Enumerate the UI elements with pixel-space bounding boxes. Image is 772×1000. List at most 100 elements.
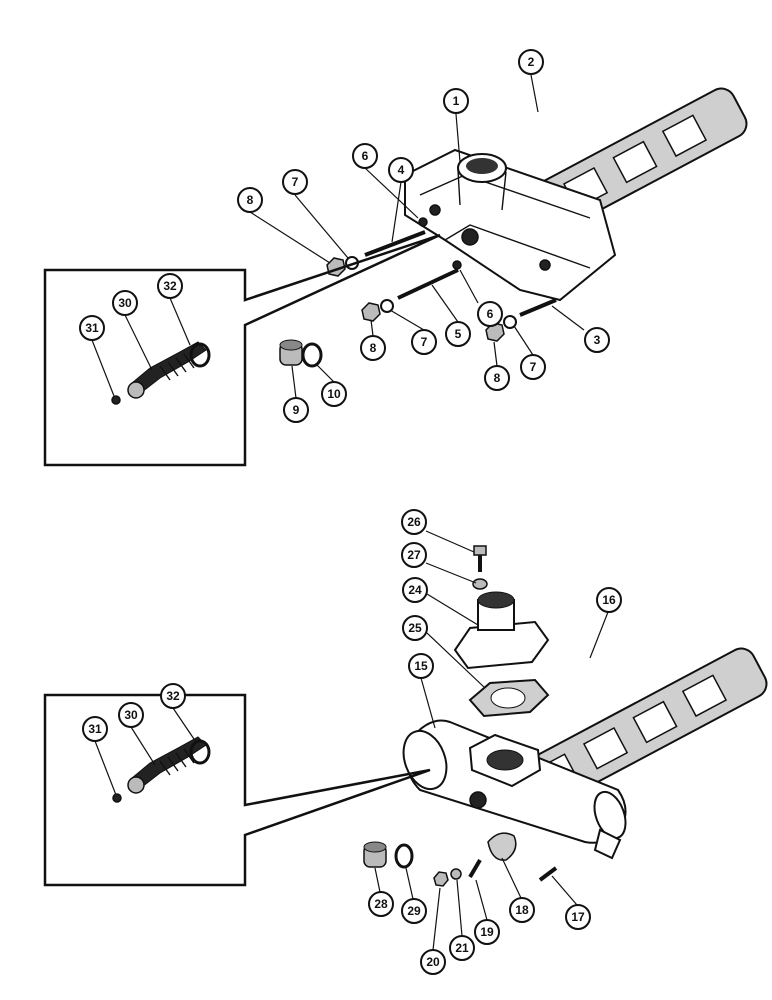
callout-6b: 6 bbox=[477, 301, 503, 327]
callout-6a: 6 bbox=[352, 143, 378, 169]
svg-text:28: 28 bbox=[374, 897, 388, 911]
gasket-29 bbox=[394, 843, 414, 869]
callout-21: 21 bbox=[449, 935, 475, 961]
callout-25: 25 bbox=[402, 615, 428, 641]
callout-20: 20 bbox=[420, 949, 446, 975]
svg-text:24: 24 bbox=[408, 583, 422, 597]
svg-text:20: 20 bbox=[426, 955, 440, 969]
callout-15: 15 bbox=[408, 653, 434, 679]
plug-28 bbox=[363, 841, 387, 868]
svg-text:7: 7 bbox=[292, 175, 299, 189]
svg-text:8: 8 bbox=[370, 341, 377, 355]
svg-text:32: 32 bbox=[163, 279, 177, 293]
callout-2: 2 bbox=[518, 49, 544, 75]
svg-text:5: 5 bbox=[455, 327, 462, 341]
svg-text:31: 31 bbox=[88, 722, 102, 736]
nut-20 bbox=[433, 871, 449, 887]
leader-lines bbox=[91, 74, 609, 951]
callout-27: 27 bbox=[401, 542, 427, 568]
callout-8c: 8 bbox=[484, 365, 510, 391]
shield-18 bbox=[487, 832, 517, 861]
svg-text:2: 2 bbox=[528, 55, 535, 69]
svg-text:6: 6 bbox=[362, 149, 369, 163]
svg-text:32: 32 bbox=[166, 689, 180, 703]
callout-28: 28 bbox=[368, 891, 394, 917]
gasket-32b bbox=[189, 739, 211, 765]
callout-7b: 7 bbox=[411, 329, 437, 355]
callout-29: 29 bbox=[401, 898, 427, 924]
callout-32a: 32 bbox=[157, 273, 183, 299]
callout-8b: 8 bbox=[360, 335, 386, 361]
svg-text:7: 7 bbox=[421, 335, 428, 349]
svg-text:8: 8 bbox=[247, 193, 254, 207]
callout-1: 1 bbox=[443, 88, 469, 114]
washer-21 bbox=[450, 868, 462, 880]
callout-19: 19 bbox=[474, 919, 500, 945]
washer-31b bbox=[112, 793, 122, 803]
stud-3 bbox=[519, 298, 557, 317]
svg-text:31: 31 bbox=[85, 321, 99, 335]
gasket-32a bbox=[189, 342, 211, 368]
washer-6b bbox=[452, 260, 462, 270]
svg-text:29: 29 bbox=[407, 904, 421, 918]
svg-text:3: 3 bbox=[594, 333, 601, 347]
gasket-25 bbox=[468, 678, 550, 718]
svg-text:7: 7 bbox=[530, 360, 537, 374]
svg-text:16: 16 bbox=[602, 593, 616, 607]
callout-32b: 32 bbox=[160, 683, 186, 709]
callout-7c: 7 bbox=[520, 354, 546, 380]
stud-19 bbox=[468, 858, 482, 879]
callout-5: 5 bbox=[445, 321, 471, 347]
washer-6a bbox=[418, 217, 428, 227]
temp-sender-30b bbox=[127, 736, 207, 794]
inset-box-bottom bbox=[43, 693, 431, 887]
callout-18: 18 bbox=[509, 897, 535, 923]
svg-text:15: 15 bbox=[414, 659, 428, 673]
callout-3: 3 bbox=[584, 327, 610, 353]
washer-31a bbox=[111, 395, 121, 405]
stud-17 bbox=[538, 866, 558, 882]
callout-26: 26 bbox=[401, 509, 427, 535]
callout-31b: 31 bbox=[82, 716, 108, 742]
svg-text:4: 4 bbox=[398, 163, 405, 177]
svg-text:30: 30 bbox=[118, 296, 132, 310]
svg-text:21: 21 bbox=[455, 941, 469, 955]
washer-7c bbox=[503, 315, 517, 329]
nut-8b bbox=[361, 302, 381, 322]
washer-7b bbox=[380, 299, 394, 313]
callout-10: 10 bbox=[321, 381, 347, 407]
svg-text:25: 25 bbox=[408, 621, 422, 635]
svg-text:17: 17 bbox=[571, 910, 585, 924]
temp-sender-30a bbox=[127, 341, 207, 399]
svg-text:27: 27 bbox=[407, 548, 421, 562]
svg-text:9: 9 bbox=[293, 403, 300, 417]
svg-text:26: 26 bbox=[407, 515, 421, 529]
svg-text:8: 8 bbox=[494, 371, 501, 385]
svg-text:19: 19 bbox=[480, 925, 494, 939]
callout-24: 24 bbox=[402, 577, 428, 603]
svg-text:6: 6 bbox=[487, 307, 494, 321]
callout-4: 4 bbox=[388, 157, 414, 183]
water-outlet-24 bbox=[453, 591, 550, 670]
gasket-10 bbox=[301, 342, 323, 368]
svg-text:18: 18 bbox=[515, 903, 529, 917]
callout-9: 9 bbox=[283, 397, 309, 423]
plug-9 bbox=[279, 339, 303, 366]
callout-7a: 7 bbox=[282, 169, 308, 195]
stud-4 bbox=[364, 230, 426, 257]
water-manifold-top bbox=[404, 148, 617, 302]
callout-31a: 31 bbox=[79, 315, 105, 341]
bolt-26 bbox=[473, 545, 487, 572]
callout-8a: 8 bbox=[237, 187, 263, 213]
stud-5 bbox=[397, 268, 459, 300]
svg-text:1: 1 bbox=[453, 94, 460, 108]
callout-16: 16 bbox=[596, 587, 622, 613]
callout-30a: 30 bbox=[112, 290, 138, 316]
callout-30b: 30 bbox=[118, 702, 144, 728]
lockwasher-27 bbox=[472, 578, 488, 590]
svg-text:30: 30 bbox=[124, 708, 138, 722]
inset-box-top bbox=[43, 233, 441, 467]
svg-text:10: 10 bbox=[327, 387, 341, 401]
callout-17: 17 bbox=[565, 904, 591, 930]
